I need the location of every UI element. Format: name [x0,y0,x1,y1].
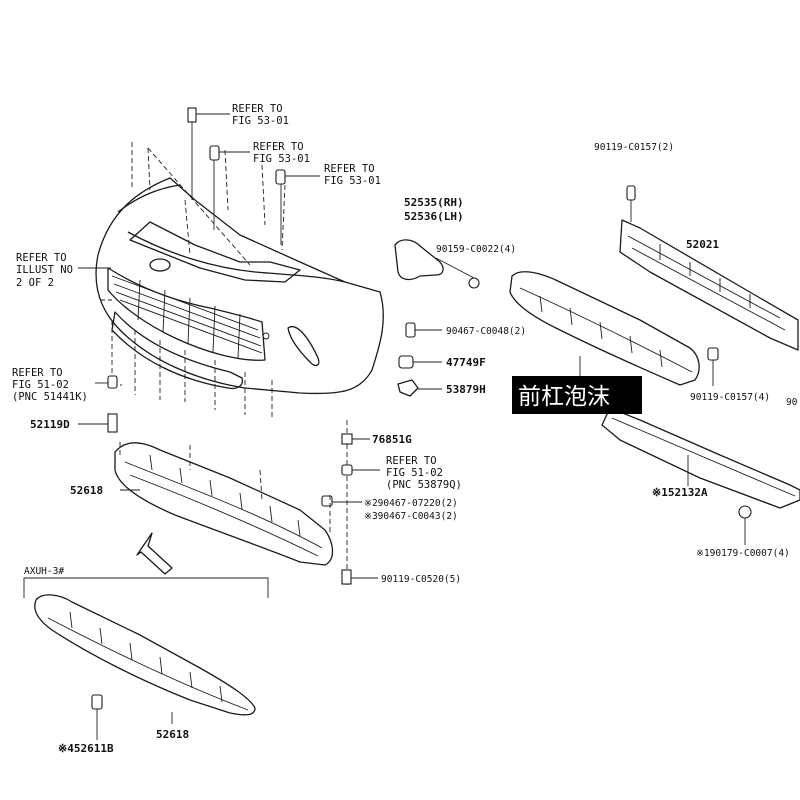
part-52618-upper[interactable]: 52618 [70,484,103,497]
center-fasteners [321,420,380,588]
part-90467-07220[interactable]: ※290467-07220(2) [364,498,458,509]
svg-text:(PNC 51441K): (PNC 51441K) [12,391,88,403]
under-cover-illustration [114,440,334,575]
refer-fig-51-02-a[interactable]: REFER TO FIG 51-02 (PNC 51441K) [12,367,88,403]
part-90119-c0157-right[interactable]: 90119-C0157(4) [690,392,770,403]
svg-text:2 OF 2: 2 OF 2 [16,277,54,289]
part-90467-c0043[interactable]: ※390467-C0043(2) [364,511,458,522]
part-52618-lower[interactable]: 52618 [156,728,189,741]
part-90119-c0520[interactable]: 90119-C0520(5) [381,574,461,585]
part-90179-c0007[interactable]: ※190179-C0007(4) [696,548,790,559]
left-fasteners [78,267,118,433]
svg-text:前杠泡沫: 前杠泡沫 [518,384,610,410]
svg-text:REFER TO: REFER TO [324,163,375,175]
foam-callout-label[interactable]: 前杠泡沫 [512,376,642,414]
part-52021[interactable]: 52021 [686,238,719,251]
absorber-beam-illustration [579,356,800,545]
refer-illust-2-of-2[interactable]: REFER TO ILLUST NO 2 OF 2 [16,252,73,289]
axuh-variant-label[interactable]: AXUH-3# [24,566,64,577]
part-52536[interactable]: 52536(LH) [404,210,464,223]
part-52611b[interactable]: ※452611B [58,742,114,755]
svg-text:FIG 51-02: FIG 51-02 [386,467,443,479]
bumper-foam-illustration [509,271,700,386]
svg-text:(PNC 53879Q): (PNC 53879Q) [386,479,462,491]
part-47749f[interactable]: 47749F [446,356,486,369]
svg-text:REFER TO: REFER TO [16,252,67,264]
svg-text:REFER TO: REFER TO [232,103,283,115]
svg-text:FIG 53-01: FIG 53-01 [253,153,310,165]
axuh-variant-illustration [23,577,269,740]
svg-text:FIG 51-02: FIG 51-02 [12,379,69,391]
svg-text:ILLUST NO: ILLUST NO [16,264,73,276]
svg-text:REFER TO: REFER TO [253,141,304,153]
refer-fig-53-01-c[interactable]: REFER TO FIG 53-01 [324,163,381,187]
part-90159-c0022[interactable]: 90159-C0022(4) [436,244,516,255]
part-53879h[interactable]: 53879H [446,383,486,396]
refer-fig-53-01-a[interactable]: REFER TO FIG 53-01 [232,103,289,127]
svg-text:REFER TO: REFER TO [386,455,437,467]
part-90-cutoff[interactable]: 90 [786,397,798,408]
svg-text:FIG 53-01: FIG 53-01 [324,175,381,187]
reinforcement-beam-illustration [619,185,799,386]
part-52535[interactable]: 52535(RH) [404,196,464,209]
refer-fig-51-02-b[interactable]: REFER TO FIG 51-02 (PNC 53879Q) [386,455,462,491]
top-clips [187,107,320,245]
part-90119-c0157-top[interactable]: 90119-C0157(2) [594,142,674,153]
part-76851g[interactable]: 76851G [372,433,412,446]
part-90467-c0048[interactable]: 90467-C0048(2) [446,326,526,337]
svg-text:REFER TO: REFER TO [12,367,63,379]
part-52132a[interactable]: ※152132A [652,486,708,499]
svg-text:FIG 53-01: FIG 53-01 [232,115,289,127]
refer-fig-53-01-b[interactable]: REFER TO FIG 53-01 [253,141,310,165]
side-bracket-illustration [394,239,480,397]
part-52119d[interactable]: 52119D [30,418,70,431]
